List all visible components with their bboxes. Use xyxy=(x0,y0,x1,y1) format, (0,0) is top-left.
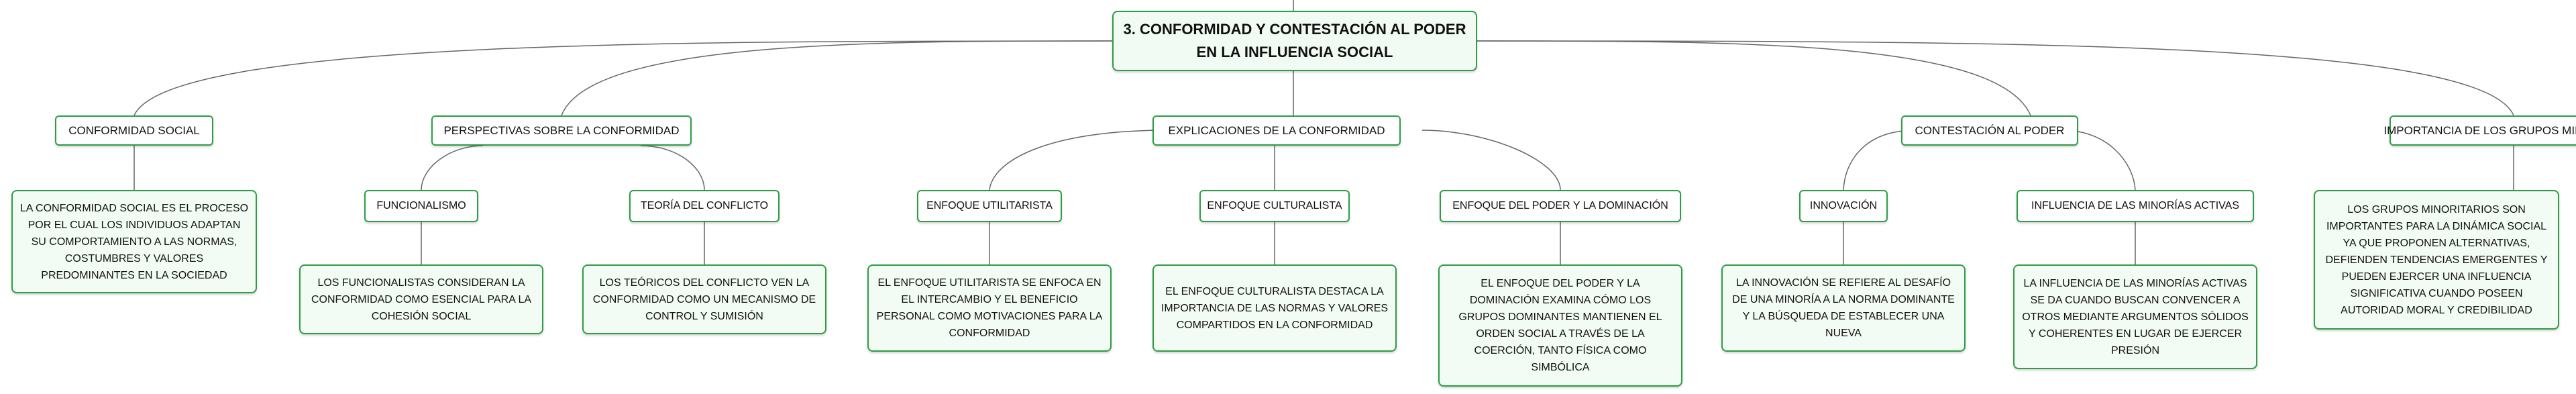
topic-label: CONFORMIDAD SOCIAL xyxy=(68,124,200,137)
description-utilitarista: El enfoque utilitarista se enfoca en el … xyxy=(867,264,1112,352)
description-text: La innovación se refiere al desafío de u… xyxy=(1732,277,1955,339)
subtopic-label: FUNCIONALISMO xyxy=(376,200,466,211)
description-text: La influencia de las minorías activas se… xyxy=(2022,277,2249,356)
description-text: Los grupos minoritarios son importantes … xyxy=(2325,203,2548,316)
subtopic-label: TEORÍA DEL CONFLICTO xyxy=(640,200,769,211)
topic-label: IMPORTANCIA DE LOS GRUPOS MINORITARIOS xyxy=(2383,124,2576,137)
description-teoria-conflicto: Los teóricos del conflicto ven la confor… xyxy=(582,264,826,334)
description-culturalista: El enfoque culturalista destaca la impor… xyxy=(1152,264,1397,352)
central-topic[interactable]: 3. CONFORMIDAD Y CONTESTACIÓN AL PODER E… xyxy=(1112,11,1477,71)
subtopic-label: INFLUENCIA DE LAS MINORÍAS ACTIVAS xyxy=(2031,200,2239,211)
topic-label: PERSPECTIVAS SOBRE LA CONFORMIDAD xyxy=(443,124,680,137)
subtopic-minorias-activas[interactable]: INFLUENCIA DE LAS MINORÍAS ACTIVAS xyxy=(2017,190,2254,222)
description-poder-dominacion: El enfoque del poder y la dominación exa… xyxy=(1438,264,1682,387)
description-text: Los funcionalistas consideran la conform… xyxy=(311,277,532,322)
subtopic-label: ENFOQUE UTILITARISTA xyxy=(926,200,1053,211)
topic-grupos-minoritarios[interactable]: IMPORTANCIA DE LOS GRUPOS MINORITARIOS xyxy=(2383,115,2576,146)
topic-label: CONTESTACIÓN AL PODER xyxy=(1915,124,2065,137)
subtopic-innovacion[interactable]: INNOVACIÓN xyxy=(1799,190,1888,222)
description-text: Los teóricos del conflicto ven la confor… xyxy=(592,277,816,322)
subtopic-teoria-conflicto[interactable]: TEORÍA DEL CONFLICTO xyxy=(629,190,780,222)
subtopic-label: INNOVACIÓN xyxy=(1809,200,1878,211)
subtopic-label: ENFOQUE CULTURALISTA xyxy=(1207,200,1342,211)
topic-perspectivas[interactable]: PERSPECTIVAS SOBRE LA CONFORMIDAD xyxy=(431,115,692,146)
subtopic-utilitarista[interactable]: ENFOQUE UTILITARISTA xyxy=(917,190,1062,222)
description-text: El enfoque utilitarista se enfoca en el … xyxy=(876,277,1103,339)
description-funcionalismo: Los funcionalistas consideran la conform… xyxy=(299,264,543,334)
description-grupos-minoritarios: Los grupos minoritarios son importantes … xyxy=(2314,190,2559,330)
subtopic-funcionalismo[interactable]: FUNCIONALISMO xyxy=(364,190,478,222)
topic-explicaciones[interactable]: EXPLICACIONES DE LA CONFORMIDAD xyxy=(1152,115,1401,146)
description-text: El enfoque culturalista destaca la impor… xyxy=(1161,285,1389,331)
topic-conformidad-social[interactable]: CONFORMIDAD SOCIAL xyxy=(55,115,213,146)
subtopic-label: ENFOQUE DEL PODER Y LA DOMINACIÓN xyxy=(1452,200,1668,211)
description-text: El enfoque del poder y la dominación exa… xyxy=(1458,278,1662,373)
description-innovacion: La innovación se refiere al desafío de u… xyxy=(1721,264,1966,352)
description-minorias-activas: La influencia de las minorías activas se… xyxy=(2013,264,2257,369)
description-conformidad-social: La conformidad social es el proceso por … xyxy=(11,190,257,293)
description-text: La conformidad social es el proceso por … xyxy=(19,202,249,281)
topic-contestacion[interactable]: CONTESTACIÓN AL PODER xyxy=(1901,115,2078,146)
subtopic-poder-dominacion[interactable]: ENFOQUE DEL PODER Y LA DOMINACIÓN xyxy=(1440,190,1681,222)
topic-label: EXPLICACIONES DE LA CONFORMIDAD xyxy=(1168,124,1385,137)
central-topic-text: 3. CONFORMIDAD Y CONTESTACIÓN AL PODER E… xyxy=(1123,21,1466,60)
subtopic-culturalista[interactable]: ENFOQUE CULTURALISTA xyxy=(1199,190,1350,222)
